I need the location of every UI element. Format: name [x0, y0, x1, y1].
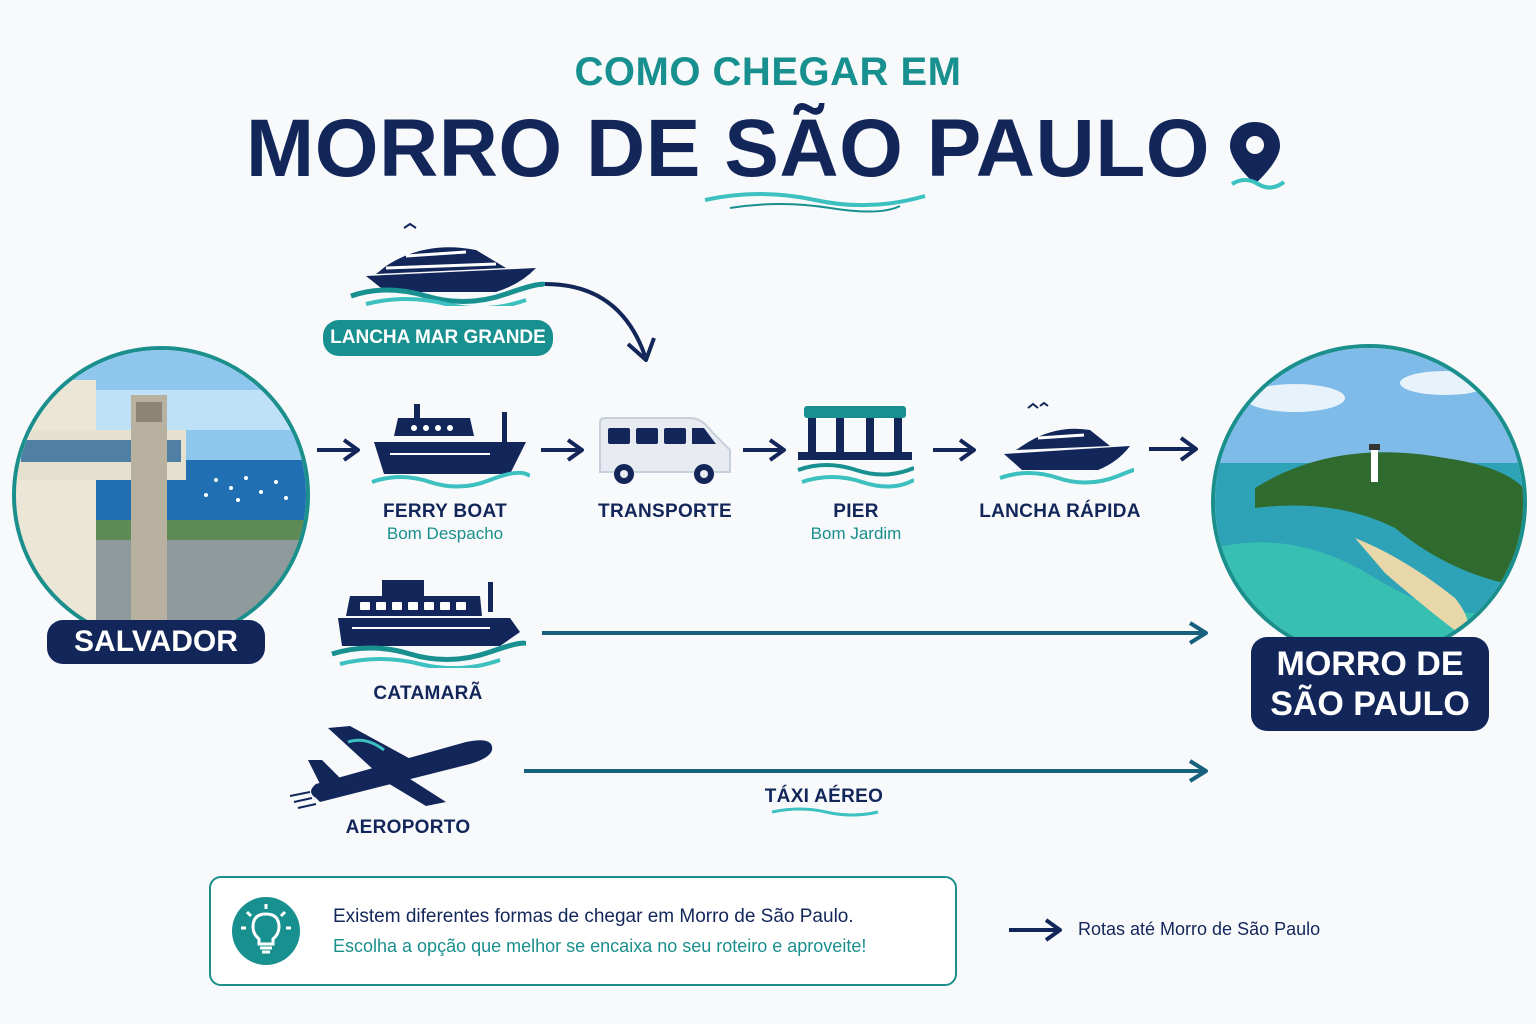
airplane-icon [289, 726, 493, 809]
catamaran-icon [331, 580, 526, 668]
aeroporto-label: AEROPORTO [345, 817, 471, 838]
location-pin-icon [1230, 122, 1286, 190]
arrow-right-icon [541, 438, 584, 462]
arrow-right-icon [933, 438, 976, 462]
ferry-boat-label: FERRY BOAT [382, 501, 508, 522]
tip-box: Existem diferentes formas de chegar em M… [209, 876, 957, 986]
van-icon [599, 417, 731, 484]
arrow-right-icon [542, 621, 1208, 645]
arrow-right-icon [317, 438, 360, 462]
ferry-boat-sublabel: Bom Despacho [386, 524, 504, 543]
speedboat-icon [350, 222, 546, 306]
pier-label: PIER [833, 501, 879, 522]
page-title: MORRO DE SÃO PAULO [0, 104, 1536, 194]
ferry-boat-icon [371, 404, 530, 489]
page-title-text: MORRO DE SÃO PAULO [245, 103, 1211, 194]
pier-sublabel: Bom Jardim [810, 524, 902, 543]
catamara-label: CATAMARÃ [373, 683, 483, 704]
destination-badge: MORRO DE SÃO PAULO [1251, 637, 1489, 731]
transporte-label: TRANSPORTE [598, 501, 732, 522]
tip-line1: Existem diferentes formas de chegar em M… [333, 906, 854, 927]
curved-arrow-icon [544, 282, 656, 362]
legend-text: Rotas até Morro de São Paulo [1078, 919, 1321, 939]
tip-line2: Escolha a opção que melhor se encaixa no… [333, 936, 867, 956]
salvador-photo [12, 346, 310, 644]
lancha-rapida-label: LANCHA RÁPIDA [979, 501, 1141, 522]
arrow-right-icon [1009, 918, 1062, 942]
pier-icon [797, 406, 914, 489]
title-wave-decoration [704, 192, 926, 213]
destination-line2: SÃO PAULO [1270, 685, 1470, 723]
arrow-right-icon [1149, 436, 1198, 462]
destination-line1: MORRO DE [1276, 645, 1464, 683]
origin-badge: SALVADOR [47, 620, 265, 664]
arrow-right-icon [743, 438, 786, 462]
lancha-mar-grande-label: LANCHA MAR GRANDE [323, 320, 553, 356]
wave-underline-decoration [771, 807, 879, 817]
lightbulb-icon [232, 897, 300, 965]
morro-photo [1211, 344, 1527, 660]
speedboat-icon [999, 401, 1134, 485]
page-subtitle: COMO CHEGAR EM [574, 50, 962, 94]
taxi-aereo-label: TÁXI AÉREO [764, 786, 884, 807]
arrow-right-icon [524, 759, 1208, 783]
